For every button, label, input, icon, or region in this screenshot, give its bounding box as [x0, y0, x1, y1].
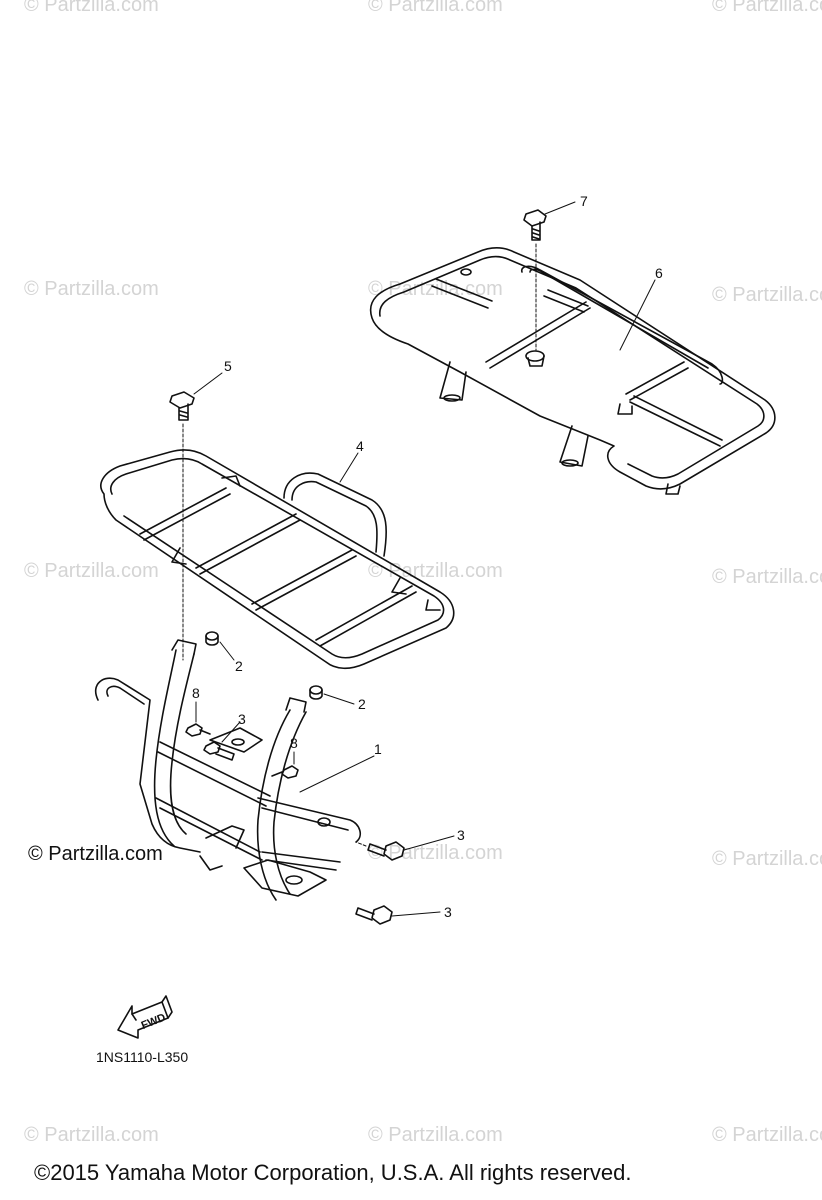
watermark: © Partzilla.com [712, 0, 822, 16]
callout-8-left: 8 [192, 685, 200, 701]
partzilla-brand-stamp: © Partzilla.com [28, 843, 163, 865]
watermark: © Partzilla.com [24, 278, 159, 300]
watermark: © Partzilla.com [368, 842, 503, 864]
rear-rack-bolt [523, 209, 547, 351]
leader-lines [193, 201, 656, 917]
callout-1: 1 [374, 741, 382, 757]
callout-5: 5 [224, 358, 232, 374]
forward-direction-arrow: FWD [117, 995, 173, 1039]
callout-7: 7 [580, 193, 588, 209]
callout-3-upper: 3 [238, 711, 246, 727]
callout-8-right: 8 [290, 735, 298, 751]
watermark: © Partzilla.com [368, 0, 503, 16]
watermark: © Partzilla.com [712, 1124, 822, 1146]
guard-bolt [271, 765, 299, 779]
callout-2-lower: 2 [358, 696, 366, 712]
guard-bolt-long [355, 841, 405, 861]
guard-bolt-long [203, 741, 235, 761]
front-carrier-rack [100, 449, 455, 670]
watermark: © Partzilla.com [24, 560, 159, 582]
front-guard [94, 639, 362, 901]
callout-3-lower: 3 [444, 904, 452, 920]
copyright-notice: ©2015 Yamaha Motor Corporation, U.S.A. A… [34, 1160, 632, 1185]
callout-4: 4 [356, 438, 364, 454]
grommet [205, 631, 219, 646]
callout-3-middle: 3 [457, 827, 465, 843]
watermark: © Partzilla.com [24, 1124, 159, 1146]
watermark: © Partzilla.com [712, 848, 822, 870]
watermark: © Partzilla.com [368, 1124, 503, 1146]
guard-bolt-long [355, 905, 393, 925]
guard-bolt [185, 723, 211, 737]
callout-6: 6 [655, 265, 663, 281]
callout-2-upper: 2 [235, 658, 243, 674]
diagram-code: 1NS1110-L350 [96, 1049, 189, 1065]
watermark: © Partzilla.com [24, 0, 159, 16]
fwd-label: FWD [140, 1012, 168, 1033]
rear-carrier-rack [369, 247, 776, 495]
grommet [309, 685, 323, 700]
watermark: © Partzilla.com [712, 284, 822, 306]
watermark: © Partzilla.com [712, 566, 822, 588]
watermark: © Partzilla.com [368, 560, 503, 582]
front-rack-bolt [169, 391, 195, 661]
